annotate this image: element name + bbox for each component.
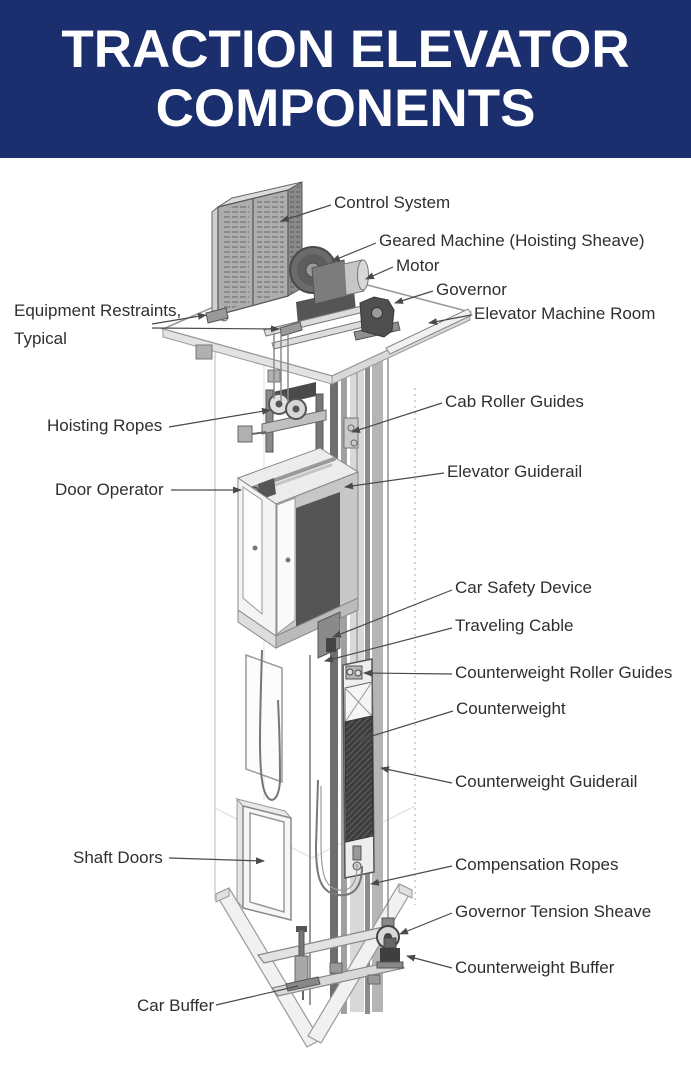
traveling-cable-part: [259, 649, 282, 801]
label-elevator-guiderail: Elevator Guiderail: [447, 462, 583, 481]
label-traveling-cable: Traveling Cable: [455, 616, 574, 635]
car-crosshead: [237, 382, 327, 455]
leader-cab-roller-guides: [351, 402, 443, 433]
label-governor: Governor: [436, 280, 507, 299]
label-geared-machine: Geared Machine (Hoisting Sheave): [379, 231, 645, 250]
leader-compensation-ropes: [370, 865, 453, 886]
label-counterweight: Counterweight: [456, 699, 566, 718]
counterweight-part: [342, 658, 375, 879]
label-equipment-restraints: Equipment Restraints, Typical: [14, 301, 182, 348]
page-title-line1: TRACTION ELEVATOR: [61, 20, 630, 79]
page-title-line2: COMPONENTS: [155, 79, 536, 138]
governor-part: [353, 296, 401, 341]
leader-control-system: [280, 204, 332, 222]
label-elevator-machine-room: Elevator Machine Room: [474, 304, 656, 323]
header-banner: TRACTION ELEVATOR COMPONENTS: [0, 0, 691, 158]
shaft-doors-part: [235, 797, 293, 921]
label-car-safety-device: Car Safety Device: [455, 578, 592, 597]
label-motor: Motor: [396, 256, 440, 275]
compensation-ropes-part: [314, 779, 363, 897]
cab-toe-guard: [245, 653, 283, 784]
leader-counterweight-buffer: [406, 954, 453, 969]
leader-counterweight-guiderail: [380, 766, 453, 784]
hoisting-ropes-part: [273, 333, 289, 402]
leader-equipment-restraints-1: [151, 312, 207, 325]
leader-elevator-guiderail: [344, 472, 445, 490]
label-compensation-ropes: Compensation Ropes: [455, 855, 619, 874]
label-counterweight-guiderail: Counterweight Guiderail: [455, 772, 638, 791]
label-door-operator: Door Operator: [55, 480, 164, 499]
leader-car-safety-device: [332, 589, 453, 638]
leader-governor-tension-sheave: [399, 912, 453, 935]
leader-shaft-doors: [168, 857, 265, 865]
leader-geared-machine: [331, 242, 377, 262]
label-car-buffer: Car Buffer: [137, 996, 215, 1015]
leader-counterweight: [358, 710, 454, 741]
label-governor-tension-sheave: Governor Tension Sheave: [455, 902, 652, 921]
leader-counterweight-roller-guides: [363, 669, 453, 677]
label-hoisting-ropes: Hoisting Ropes: [47, 416, 163, 435]
label-cab-roller-guides: Cab Roller Guides: [445, 392, 584, 411]
label-counterweight-buffer: Counterweight Buffer: [455, 958, 615, 977]
car-buffer-part: [285, 926, 321, 1000]
leader-equipment-restraints-2: [151, 325, 280, 333]
label-counterweight-roller-guides: Counterweight Roller Guides: [455, 663, 673, 682]
elevator-cab: [236, 447, 360, 784]
leader-elevator-machine-room: [428, 314, 472, 325]
leader-governor: [394, 290, 434, 304]
leader-car-buffer: [215, 985, 299, 1006]
leader-hoisting-ropes: [168, 407, 271, 428]
label-shaft-doors: Shaft Doors: [73, 848, 163, 867]
geared-machine-part: [263, 246, 385, 350]
leader-lines: [151, 204, 472, 1006]
label-control-system: Control System: [334, 193, 451, 212]
counterweight-buffer-part: [376, 937, 404, 969]
leader-traveling-cable: [324, 627, 453, 663]
leader-motor: [365, 266, 394, 280]
